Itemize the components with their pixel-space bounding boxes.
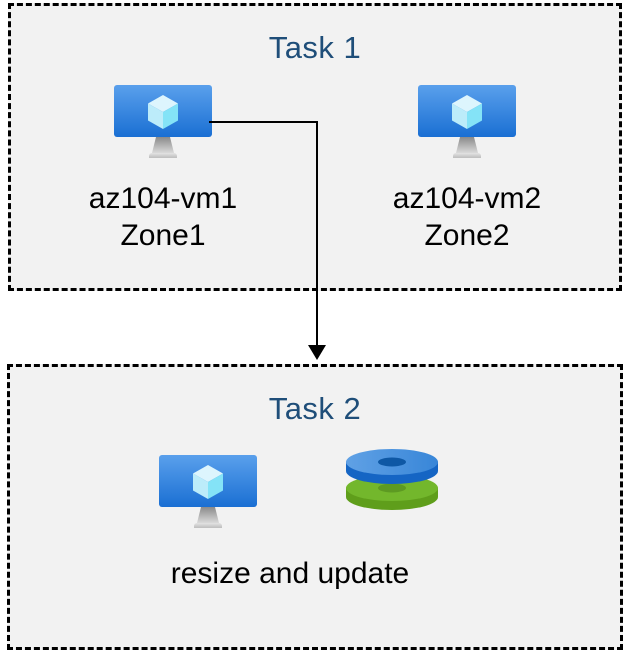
- task1-box: Task 1 az104-vm1 Zone1 az104-vm2 Zone2: [8, 3, 622, 291]
- vm2-zone: Zone2: [424, 219, 510, 252]
- task2-title: Task 2: [268, 391, 362, 426]
- vm1-label: az104-vm1 Zone1: [53, 180, 273, 254]
- task1-title: Task 1: [268, 30, 362, 65]
- task2-caption: resize and update: [170, 557, 410, 590]
- vm1-zone: Zone1: [120, 219, 206, 252]
- vm1-name: az104-vm1: [88, 182, 238, 215]
- vm2-label: az104-vm2 Zone2: [357, 180, 577, 254]
- task2-box: Task 2 resize and update: [7, 364, 623, 650]
- virtual-machine-icon: [159, 455, 257, 528]
- virtual-machine-icon: [114, 85, 212, 158]
- virtual-machine-icon: [418, 85, 516, 158]
- vm2-group: az104-vm2 Zone2: [357, 85, 577, 254]
- disks-icon: [346, 449, 438, 510]
- vm1-group: az104-vm1 Zone1: [53, 85, 273, 254]
- vm2-name: az104-vm2: [392, 182, 542, 215]
